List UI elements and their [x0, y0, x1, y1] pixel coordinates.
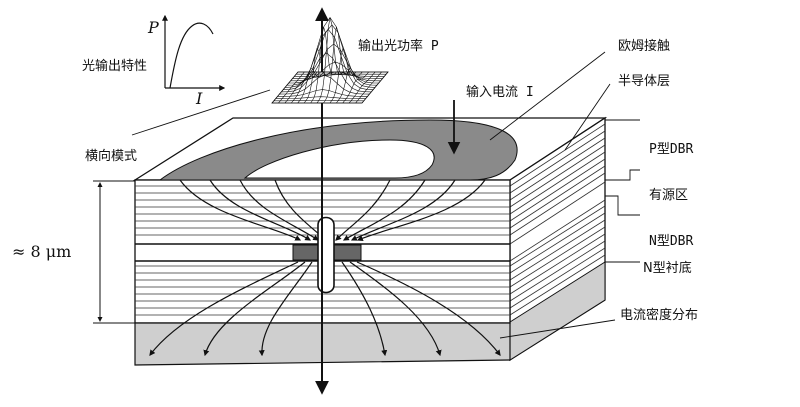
- ohmic-contact-label: 欧姆接触: [618, 38, 670, 54]
- right-face-layers: [509, 123, 606, 316]
- transverse-mode-loop: [317, 216, 335, 294]
- pi-characteristic-graph: [162, 14, 226, 91]
- n-substrate-label: N型衬底: [643, 260, 692, 276]
- height-label: ≈ 8 μm: [12, 242, 71, 261]
- light-characteristic-label: 光输出特性: [82, 58, 147, 74]
- axis-p-label: P: [147, 18, 159, 37]
- output-power-label: 输出光功率 P: [358, 38, 439, 54]
- p-dbr-label: P型DBR: [649, 142, 693, 157]
- leader-lines: [131, 51, 640, 339]
- active-region-label: 有源区: [649, 188, 688, 203]
- ohmic-contact-ring: [158, 119, 518, 181]
- axis-i-label: I: [195, 89, 203, 108]
- transverse-mode-label: 横向模式: [85, 148, 137, 164]
- current-flow-bottom: [149, 261, 501, 357]
- input-current-label: 输入电流 I: [466, 84, 534, 100]
- n-dbr-label: N型DBR: [649, 234, 693, 249]
- output-power-profile: [271, 16, 389, 104]
- current-distribution-label: 电流密度分布: [620, 307, 698, 323]
- height-dimension: [93, 180, 135, 324]
- semiconductor-layer-label: 半导体层: [618, 74, 670, 89]
